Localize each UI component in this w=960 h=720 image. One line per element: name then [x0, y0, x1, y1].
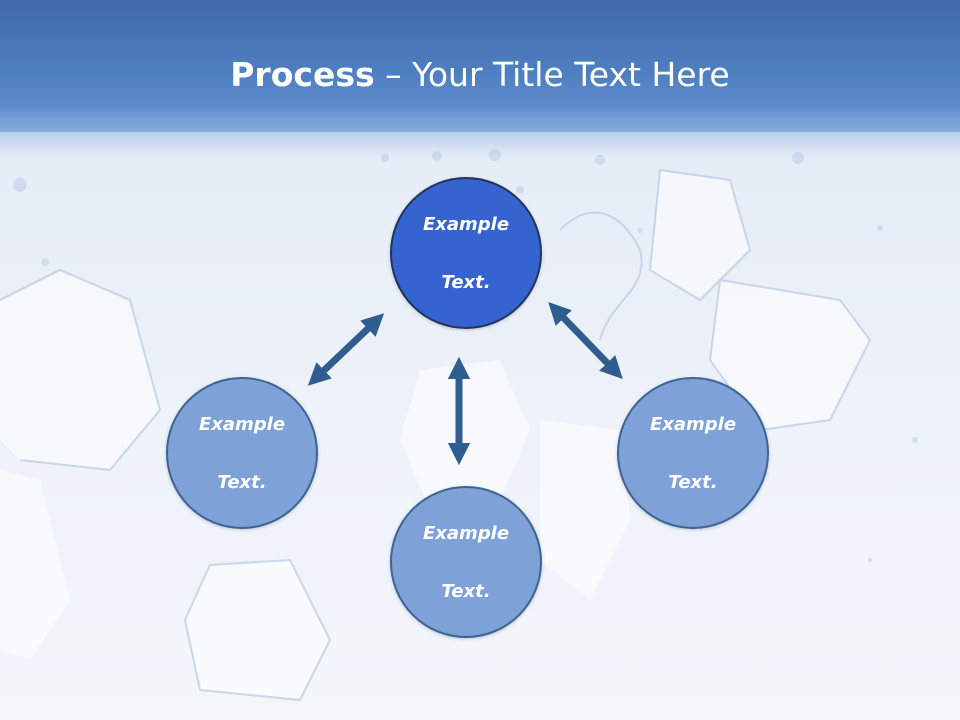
node-bottom-line2: Text.	[441, 580, 491, 602]
node-bottom-line1: Example	[422, 522, 510, 544]
slide-title: Process – Your Title Text Here	[0, 52, 960, 98]
slide-title-bold: Process	[230, 55, 375, 94]
node-right-line2: Text.	[668, 471, 718, 493]
node-top-line2: Text.	[441, 271, 491, 293]
node-left-line2: Text.	[217, 471, 267, 493]
title-banner	[0, 0, 960, 132]
title-banner-fade	[0, 118, 960, 158]
node-top-line1: Example	[422, 213, 510, 235]
slide-title-rest: – Your Title Text Here	[374, 55, 730, 94]
node-left-line1: Example	[198, 413, 286, 435]
node-right-line1: Example	[649, 413, 737, 435]
